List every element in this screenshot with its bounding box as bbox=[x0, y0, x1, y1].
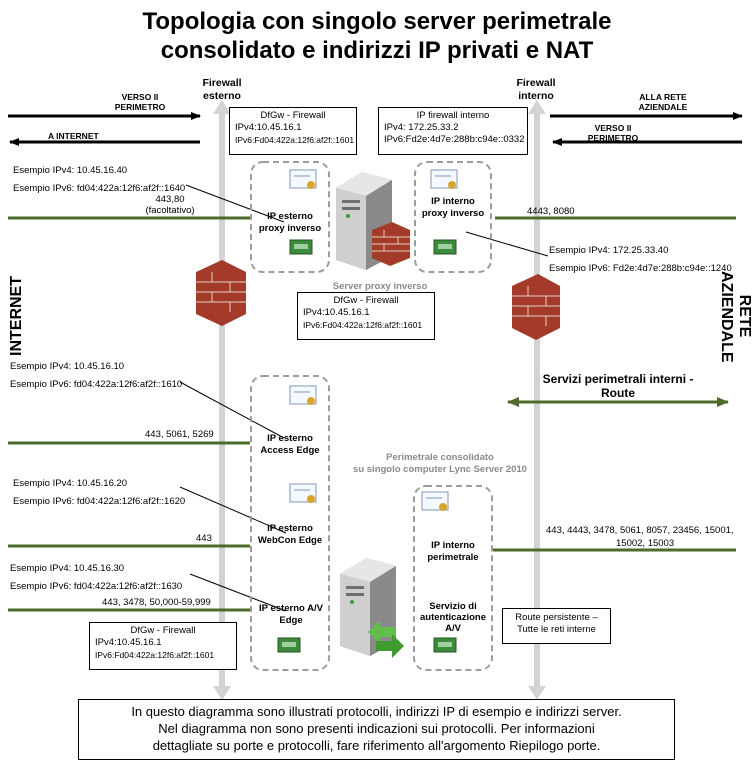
brick-wall-icon-external-firewall bbox=[196, 260, 246, 326]
proxy-internal-ports: 4443, 8080 bbox=[527, 206, 575, 217]
to-internet-label: A INTERNET bbox=[48, 131, 99, 141]
brick-wall-icon-proxy bbox=[372, 222, 410, 266]
proxy-external-example: Esempio IPv4: 10.45.16.40 Esempio IPv6: … bbox=[13, 165, 186, 194]
persistent-route-box: Route persistente –Tutte le reti interne bbox=[502, 608, 611, 644]
dfgw-box-proxy: DfGw - Firewall IPv4:10.45.16.1 IPv6:Fd0… bbox=[297, 292, 435, 340]
internal-services-label: Servizi perimetrali interni -Route bbox=[542, 372, 694, 400]
leader-lines bbox=[179, 184, 549, 612]
proxy-external-group bbox=[250, 161, 330, 273]
webcon-edge-ports: 443 bbox=[196, 533, 212, 544]
proxy-external-ports: 443,80(facoltativo) bbox=[145, 194, 195, 216]
dfgw-box-top: DfGw - Firewall IPv4:10.45.16.1 IPv6:Fd0… bbox=[229, 107, 357, 155]
av-edge-ports: 443, 3478, 50,000-59,999 bbox=[102, 597, 211, 608]
route-arrows-icon bbox=[368, 620, 404, 658]
webcon-edge-example: Esempio IPv4: 10.45.16.20 Esempio IPv6: … bbox=[13, 478, 186, 507]
footer-note: In questo diagramma sono illustrati prot… bbox=[78, 699, 675, 760]
reverse-proxy-server-label: Server proxy inverso bbox=[332, 281, 428, 292]
edge-internal-group bbox=[413, 485, 493, 671]
diagram-title: Topologia con singolo server perimetrale… bbox=[142, 8, 612, 64]
av-edge-example: Esempio IPv4: 10.45.16.30 Esempio IPv6: … bbox=[10, 563, 183, 592]
network-card-icon bbox=[277, 239, 457, 653]
proxy-internal-group bbox=[414, 161, 492, 273]
dfgw-box-edge: DfGw - Firewall IPv4:10.45.16.1 IPv6:Fd0… bbox=[89, 622, 237, 670]
external-firewall-pole bbox=[213, 100, 231, 700]
access-edge-ports: 443, 5061, 5269 bbox=[145, 429, 214, 440]
proxy-internal-example: Esempio IPv4: 172.25.33.40 Esempio IPv6:… bbox=[549, 245, 732, 274]
brick-wall-icon-internal-firewall bbox=[512, 274, 560, 340]
internet-side-label: INTERNET bbox=[8, 276, 25, 356]
edge-internal-ports: 443, 4443, 3478, 5061, 8057, 23456, 1500… bbox=[546, 525, 734, 549]
access-edge-example: Esempio IPv4: 10.45.16.10 Esempio IPv6: … bbox=[10, 361, 183, 390]
internal-firewall-box: IP firewall interno IPv4: 172.25.33.2 IP… bbox=[378, 107, 528, 155]
certificate-icon bbox=[289, 169, 458, 511]
